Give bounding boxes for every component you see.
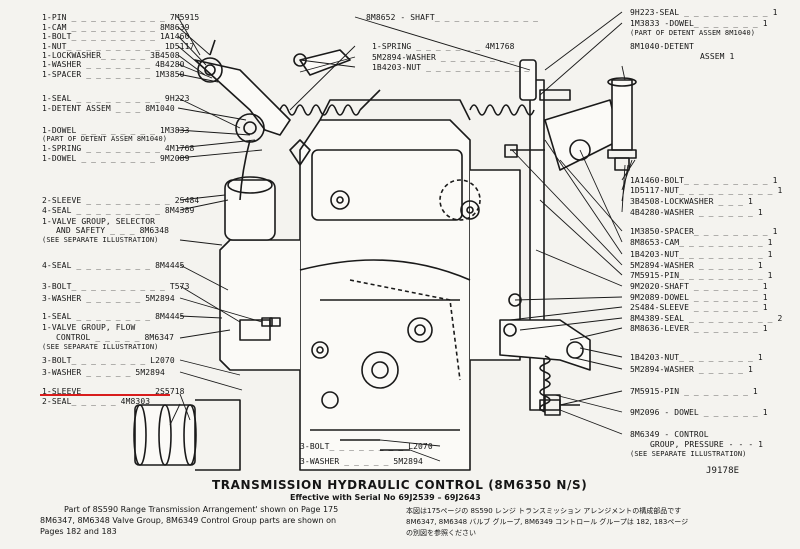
label-r-dowel-note: (PART OF DETENT ASSEM 8M1040): [630, 29, 756, 37]
label-r-washer-2: 5M2894-WASHER _ _ _ _ _ _ 1: [630, 261, 763, 270]
label-washer: 1-WASHER _ _ _ _ _ _ _ 4B4280: [42, 60, 185, 69]
label-r-shaft: 9M2020-SHAFT _ _ _ _ _ _ _ 1: [630, 282, 768, 291]
label-r-washer-3: 5M2894-WASHER _ _ _ _ _ 1: [630, 365, 753, 374]
label-r-control-1: 8M6349 - CONTROL: [630, 430, 709, 439]
caption-note-2: 8M6347, 8M6348 Valve Group, 8M6349 Contr…: [40, 516, 337, 525]
label-r-spacer: 1M3850-SPACER_ _ _ _ _ _ _ _ 1: [630, 227, 778, 236]
label-nut: 1-NUT_ _ _ _ _ _ _ _ _ _ 1D5117: [42, 42, 195, 51]
label-r-dowel: 1M3833 -DOWEL_ _ _ _ _ _ _ 1: [630, 19, 768, 28]
label-sleeve-1: 1-SLEEVE _ _ _ _ _ _ _ 2S5718: [42, 387, 185, 396]
label-bolt-3b: 3-BOLT_ _ _ _ _ _ _ _ L2070: [42, 356, 175, 365]
caption-note-3: Pages 182 and 183: [40, 527, 117, 536]
label-r-detent-1: 8M1040-DETENT: [630, 42, 694, 51]
label-r-nut: 1D5117-NUT_ _ _ _ _ _ _ _ _ _ 1: [630, 186, 783, 195]
label-r-control-2: GROUP, PRESSURE - - - 1: [650, 440, 764, 449]
label-r-dowel-2: 9M2089-DOWEL _ _ _ _ _ _ _ 1: [630, 293, 768, 302]
figure-id: J9178E: [706, 466, 740, 476]
label-r-cam: 8M8653-CAM_ _ _ _ _ _ _ _ _ 1: [630, 238, 773, 247]
label-r-bolt: 1A1460-BOLT_ _ _ _ _ _ _ _ _ 1: [630, 176, 778, 185]
label-r-washer: 4B4280-WASHER _ _ _ _ _ _ 1: [630, 208, 763, 217]
label-shaft: 8M8652 - SHAFT_ _ _ _ _ _ _ _ _ _ _: [366, 13, 539, 22]
label-r-lever: 8M8636-LEVER _ _ _ _ _ _ _ 1: [630, 324, 768, 333]
label-valve-selector-2: AND SAFETY _ _ _ 8M6348: [56, 226, 170, 235]
label-r-detent-2: ASSEM 1: [700, 52, 735, 61]
label-r-nut-3: 1B4203-NUT_ _ _ _ _ _ _ _ 1: [630, 353, 763, 362]
label-washer-3: 3-WASHER _ _ _ _ _ _ 5M2894: [42, 294, 175, 303]
label-sleeve-2: 2-SLEEVE _ _ _ _ _ _ _ _ _ 2S484: [42, 196, 200, 205]
label-seal-4: 4-SEAL _ _ _ _ _ _ _ _ _ 8M4389: [42, 206, 195, 215]
label-b-washer: 3-WASHER _ _ _ _ _ 5M2894: [300, 457, 423, 466]
label-detent-assem: 1-DETENT ASSEM _ _ _ 8M1040: [42, 104, 175, 113]
label-valve-flow-2: CONTROL _ _ _ _ _ 8M6347: [56, 333, 174, 342]
label-r-sleeve: 2S484-SLEEVE _ _ _ _ _ _ _ 1: [630, 303, 768, 312]
highlight-underline: [40, 394, 170, 396]
label-valve-selector-note: (SEE SEPARATE ILLUSTRATION): [42, 236, 159, 244]
label-r-seal: 9H223-SEAL _ _ _ _ _ _ _ _ _ 1: [630, 8, 778, 17]
caption-title: TRANSMISSION HYDRAULIC CONTROL (8M6350 N…: [212, 478, 588, 492]
label-valve-selector-1: 1-VALVE GROUP, SELECTOR: [42, 217, 156, 226]
label-r-lockwasher: 3B4508-LOCKWASHER _ _ _ 1: [630, 197, 753, 206]
label-spring: 1-SPRING _ _ _ _ _ _ _ _ 4M1768: [42, 144, 195, 153]
label-seal: 1-SEAL _ _ _ _ _ _ _ _ _ 9H223: [42, 94, 190, 103]
label-dowel-note: (PART OF DETENT ASSEM 8M1040): [42, 135, 168, 143]
caption-jp-3: の別図を参照ください: [406, 529, 476, 537]
label-r-pin: 7M5915-PIN_ _ _ _ _ _ _ _ _ 1: [630, 271, 773, 280]
label-r-dowel-3: 9M2096 - DOWEL _ _ _ _ _ _ 1: [630, 408, 768, 417]
label-dowel: 1-DOWEL _ _ _ _ _ _ _ _ 1M3833: [42, 126, 190, 135]
label-valve-flow-1: 1-VALVE GROUP, FLOW: [42, 323, 136, 332]
label-valve-flow-note: (SEE SEPARATE ILLUSTRATION): [42, 343, 159, 351]
label-bolt: 1-BOLT_ _ _ _ _ _ _ _ _ 1A1460: [42, 32, 190, 41]
caption-jp-1: 本図は175ページの 8S590 レンジ トランスミッション アレンジメントの構…: [406, 507, 682, 515]
label-washer-3b: 3-WASHER _ _ _ _ _ 5M2894: [42, 368, 165, 377]
label-washer-tc: 5M2894-WASHER _ _ _ _ _ _ _ _: [372, 53, 515, 62]
label-spring-tc: 1-SPRING _ _ _ _ _ _ _ 4M1768: [372, 42, 515, 51]
label-lockwasher: 1-LOCKWASHER_ _ _ _ _ 3B4508: [42, 51, 180, 60]
caption-jp-2: 8M6347, 8M6348 バルブ グループ, 8M6349 コントロール グ…: [406, 518, 689, 526]
label-dowel-2: 1-DOWEL _ _ _ _ _ _ _ _ 9M2089: [42, 154, 190, 163]
label-spacer: 1-SPACER _ _ _ _ _ _ _ 1M3850: [42, 70, 185, 79]
label-r-pin-2: 7M5915-PIN _ _ _ _ _ _ _ 1: [630, 387, 758, 396]
label-pin: 1-PIN _ _ _ _ _ _ _ _ _ _ 7M5915: [42, 13, 200, 22]
label-r-nut-2: 1B4203-NUT_ _ _ _ _ _ _ _ _ 1: [630, 250, 773, 259]
label-cam: 1-CAM _ _ _ _ _ _ _ _ _ 8M8639: [42, 23, 190, 32]
label-b-bolt: 3-BOLT_ _ _ _ _ _ _ _ L2070: [300, 442, 433, 451]
label-r-seal-2: 8M4389-SEAL _ _ _ _ _ _ _ _ _ 2: [630, 314, 783, 323]
caption-note-1: Part of 8S590 Range Transmission Arrange…: [64, 505, 339, 514]
label-r-control-note: (SEE SEPARATE ILLUSTRATION): [630, 450, 747, 458]
caption-effective: Effective with Serial No 69J2539 – 69J26…: [290, 493, 481, 502]
label-seal-1b: 1-SEAL _ _ _ _ _ _ _ _ 8M4445: [42, 312, 185, 321]
label-seal-4b: 4-SEAL _ _ _ _ _ _ _ _ 8M4445: [42, 261, 185, 270]
label-nut-tc: 1B4203-NUT _ _ _ _ _ _ _ _ _ _ _: [372, 63, 530, 72]
label-bolt-3: 3-BOLT_ _ _ _ _ _ _ _ _ _ T573: [42, 282, 190, 291]
label-seal-2: 2-SEAL_ _ _ _ _ 4M8303: [42, 397, 151, 406]
